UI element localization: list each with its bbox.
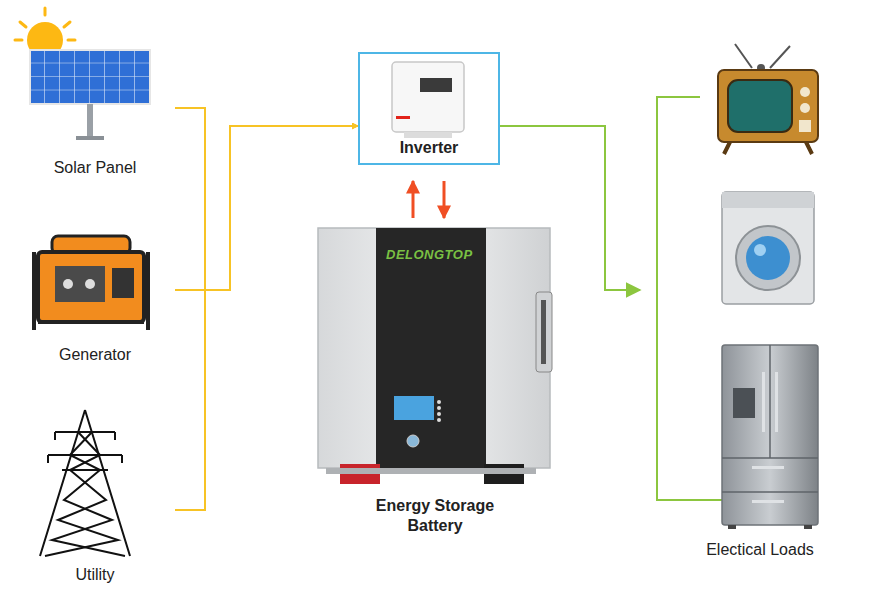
load-bus-line	[657, 97, 722, 500]
power-flow	[175, 126, 358, 510]
node-label: Utility	[75, 565, 114, 585]
power-flow	[413, 181, 444, 218]
power-flow	[175, 126, 358, 290]
connector-line	[500, 126, 640, 290]
generator-icon	[34, 236, 148, 330]
connector-line	[175, 126, 358, 290]
node-label: Inverter	[400, 138, 459, 158]
fridge-icon	[722, 345, 818, 529]
node-label: Generator	[59, 345, 131, 365]
washer-icon	[722, 192, 814, 304]
brand-logo: DELONGTOP	[386, 247, 473, 262]
load-group: Electical Loads	[640, 30, 880, 562]
source-node: Utility	[15, 405, 175, 587]
node-label: Electical Loads	[706, 540, 814, 560]
connector-line	[175, 108, 358, 290]
node-label: Energy Storage Battery	[360, 496, 510, 536]
power-flow	[500, 126, 640, 290]
solar-panel-icon	[30, 50, 150, 140]
source-node: Solar Panel	[15, 12, 175, 180]
power-tower-icon	[40, 410, 130, 556]
node-label: Solar Panel	[54, 158, 137, 178]
source-node: Generator	[15, 222, 175, 367]
battery-node: Energy Storage Battery	[310, 222, 560, 540]
inverter-box: Inverter	[358, 52, 500, 165]
battery-illustration	[318, 228, 552, 484]
inverter-device	[392, 62, 464, 138]
power-flow	[175, 108, 358, 290]
connector-line	[175, 126, 358, 510]
connector-line	[443, 181, 446, 218]
connector-line	[412, 181, 415, 218]
tv-icon	[718, 44, 818, 154]
